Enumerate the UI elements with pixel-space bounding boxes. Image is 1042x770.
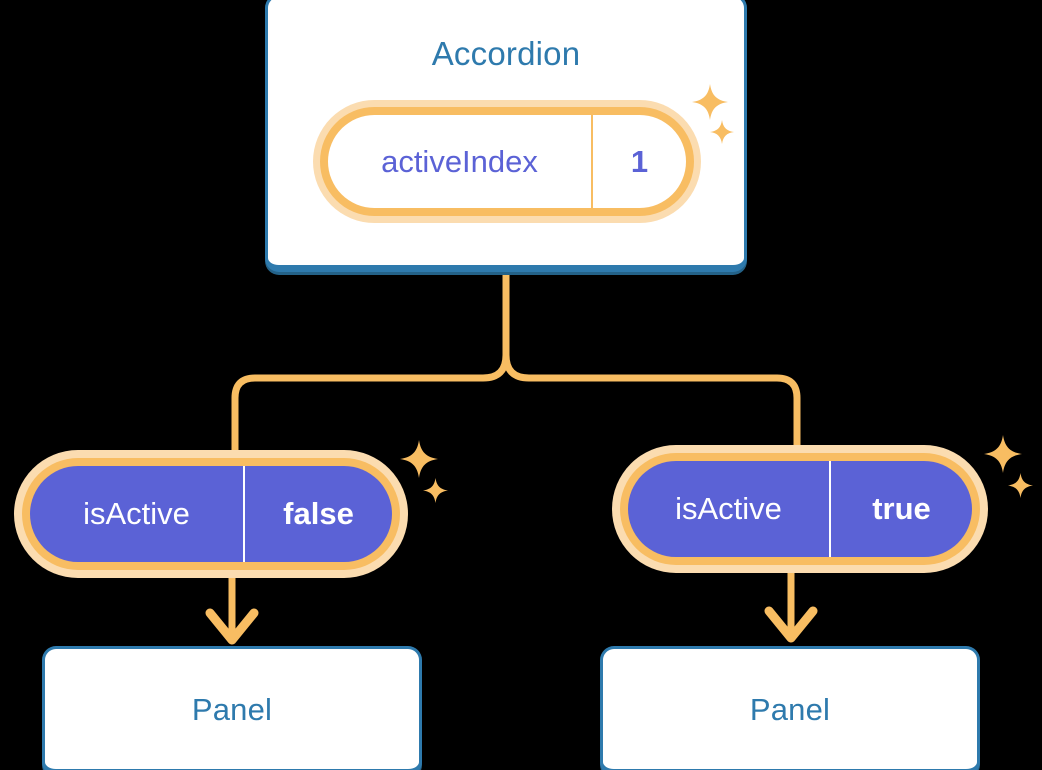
state-value-label: true [872,491,931,526]
sparkle-four-point-large-icon [984,435,1022,473]
panel-card-title: Panel [191,692,273,727]
connector-branch-right [502,351,801,449]
state-key-label: activeIndex [328,115,593,208]
sparkle-four-point-small-icon [423,478,448,503]
panel-card-title: Panel [749,692,831,727]
state-key-label: isActive [30,466,245,562]
accordion-card-title: Accordion [431,35,581,72]
connector-arrow-left-head [205,608,259,645]
sparkle-four-point-large-icon [400,440,438,478]
pill-body: isActive false [30,466,392,562]
sparkle-four-point-small-icon [710,120,734,144]
connector-branch-left [231,351,510,454]
state-value-label: 1 [630,143,649,179]
pill-body: isActive true [628,461,972,557]
state-key-label: isActive [628,461,831,557]
panel-component-card-right[interactable]: Panel [600,646,980,770]
connector-arrow-right-head [764,606,818,643]
sparkle-four-point-small-icon [1008,473,1033,498]
panel-component-card-left[interactable]: Panel [42,646,422,770]
sparkle-four-point-large-icon [692,84,728,120]
state-value-label: false [283,496,354,531]
pill-body: activeIndex 1 [328,115,686,208]
